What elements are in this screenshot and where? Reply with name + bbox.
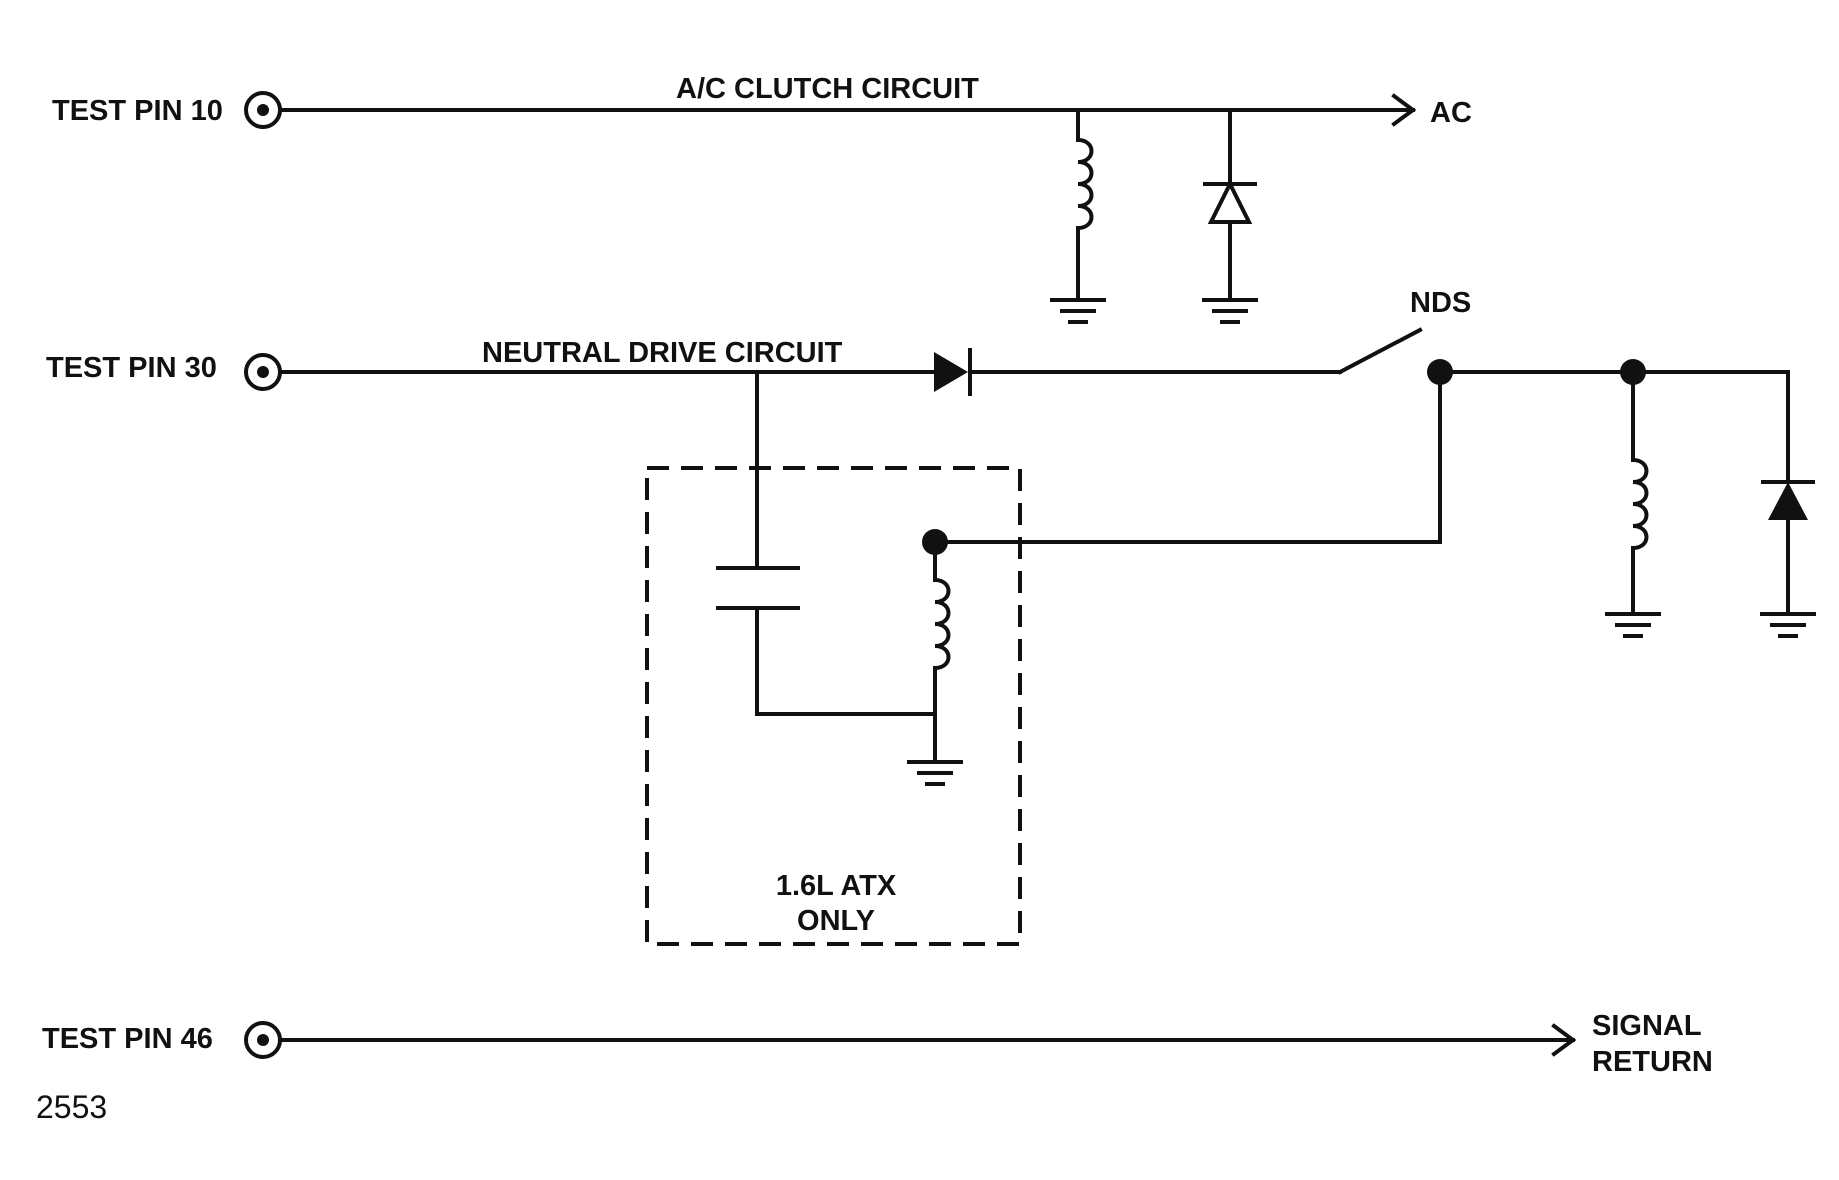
test-pin-10-terminal — [244, 91, 282, 129]
ground-icon — [907, 760, 963, 786]
ac-clutch-wire — [279, 93, 1417, 127]
test-pin-46-terminal — [244, 1021, 282, 1059]
test-pin-30-label: TEST PIN 30 — [46, 352, 217, 384]
atx-coil — [932, 540, 951, 764]
nds-switch-label: NDS — [1410, 287, 1471, 319]
ground-icon — [1760, 612, 1816, 638]
optional-box-label-line1: 1.6L ATX — [776, 870, 897, 902]
capacitor — [716, 370, 937, 716]
neutral-drive-relay-coil — [1630, 370, 1649, 616]
optional-box-label-line2: ONLY — [797, 905, 875, 937]
ac-output-label: AC — [1430, 97, 1472, 129]
ground-icon — [1202, 298, 1258, 324]
test-pin-10-label: TEST PIN 10 — [52, 95, 223, 127]
ground-icon — [1050, 298, 1106, 324]
test-pin-46-label: TEST PIN 46 — [42, 1023, 213, 1055]
test-pin-30-terminal — [244, 353, 282, 391]
figure-number: 2553 — [36, 1089, 107, 1125]
nds-output-wire — [933, 370, 1790, 544]
signal-return-label-line2: RETURN — [1592, 1046, 1713, 1078]
optional-circuit-box — [645, 466, 1022, 946]
junction-dot — [1427, 359, 1453, 385]
ac-clutch-circuit-label: A/C CLUTCH CIRCUIT — [676, 73, 979, 105]
ground-icon — [1605, 612, 1661, 638]
nds-switch — [1337, 327, 1423, 375]
neutral-drive-circuit-label: NEUTRAL DRIVE CIRCUIT — [482, 337, 843, 369]
ac-suppression-diode — [1203, 108, 1257, 302]
signal-return-label-line1: SIGNAL — [1592, 1010, 1702, 1042]
junction-dot — [922, 529, 948, 555]
neutral-drive-suppression-diode — [1761, 480, 1815, 616]
ac-clutch-coil — [1075, 108, 1094, 302]
neutral-drive-diode — [934, 348, 972, 396]
signal-return-wire — [279, 1023, 1577, 1057]
